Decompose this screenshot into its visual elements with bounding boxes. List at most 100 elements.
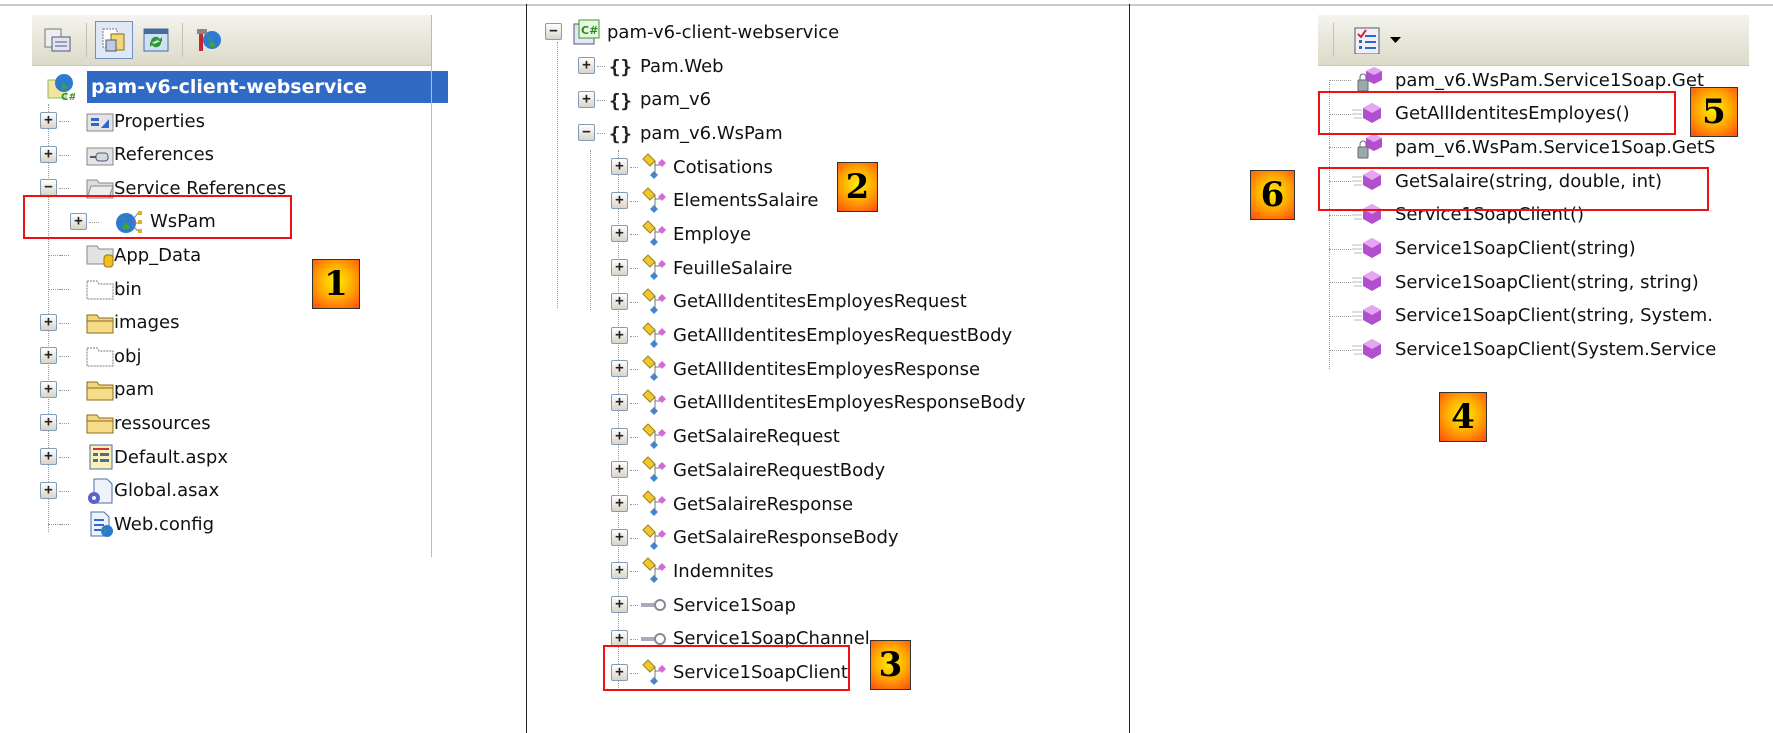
properties-folder-icon [85, 107, 115, 135]
tree-item[interactable]: +Global.asax [40, 474, 340, 508]
expand-toggle[interactable]: + [40, 380, 57, 398]
expand-toggle[interactable]: + [611, 562, 628, 580]
class-icon [639, 422, 669, 451]
expand-toggle[interactable]: + [611, 326, 628, 344]
show-all-files-button[interactable] [38, 21, 76, 59]
class-icon [639, 355, 669, 383]
service-reference-icon [114, 208, 144, 236]
namespace-icon: {} [606, 119, 636, 147]
expand-toggle[interactable]: + [611, 292, 628, 310]
member-label: Service1SoapClient(System.Service [1395, 339, 1717, 361]
namespace-item[interactable]: + {} Pam.Web [578, 49, 878, 83]
tree-item[interactable]: −Service References [40, 171, 340, 205]
type-label: GetAllIdentitesEmployesRequestBody [673, 325, 1013, 346]
expand-toggle[interactable]: + [40, 448, 57, 465]
expand-toggle[interactable]: + [611, 427, 628, 445]
type-label: GetAllIdentitesEmployesResponseBody [673, 392, 1026, 414]
class-icon [639, 523, 669, 552]
expand-toggle[interactable]: + [611, 528, 628, 546]
expand-toggle[interactable]: + [70, 212, 87, 230]
tree-item[interactable]: +Default.aspx [40, 440, 340, 474]
type-item[interactable]: +Service1SoapClient [611, 656, 991, 690]
expand-toggle[interactable]: + [611, 225, 628, 243]
expand-toggle[interactable]: + [40, 347, 57, 365]
expand-toggle[interactable]: + [611, 259, 628, 277]
aspx-file-icon [85, 443, 115, 471]
type-label: GetAllIdentitesEmployesResponse [673, 358, 981, 380]
tree-item-label: ressources [114, 412, 211, 434]
collapse-toggle[interactable]: − [578, 124, 595, 142]
expand-toggle[interactable]: + [40, 313, 57, 331]
expand-toggle[interactable]: + [40, 112, 57, 129]
tree-item[interactable]: + ressources [40, 406, 340, 440]
member-item[interactable]: GetSalaire(string, double, int) [1318, 164, 1749, 198]
type-item[interactable]: +GetSalaireResponse [611, 487, 991, 521]
type-item[interactable]: +GetSalaireResponseBody [611, 521, 991, 555]
tree-item[interactable]: +pam [40, 373, 340, 407]
callout-badge-2: 2 [837, 162, 878, 212]
tree-item[interactable]: App_Data [40, 238, 340, 272]
expand-toggle[interactable]: + [578, 57, 595, 74]
expand-toggle[interactable]: + [611, 393, 628, 411]
expand-toggle[interactable]: + [611, 461, 628, 479]
namespace-icon: {} [606, 86, 636, 114]
expand-toggle[interactable]: + [611, 663, 628, 681]
tree-item-label: App_Data [114, 244, 202, 266]
tree-item[interactable]: +Properties [40, 104, 340, 138]
tree-item[interactable]: +References [40, 138, 340, 172]
tree-item[interactable]: bin [40, 272, 340, 306]
member-list-button[interactable] [1348, 21, 1386, 59]
asax-file-icon [85, 477, 115, 505]
expand-toggle[interactable]: + [611, 158, 628, 175]
type-item[interactable]: +GetAllIdentitesEmployesRequest [611, 285, 991, 319]
callout-badge-5: 5 [1690, 87, 1738, 137]
type-item[interactable]: +Indemnites [611, 554, 991, 588]
namespace-item[interactable]: −{}pam_v6.WsPam [578, 116, 878, 150]
namespace-label: Pam.Web [640, 55, 724, 77]
add-web-reference-button[interactable] [190, 21, 228, 59]
collapse-toggle[interactable]: − [545, 23, 562, 40]
member-item[interactable]: pam_v6.WsPam.Service1Soap.Get [1318, 63, 1749, 97]
type-item[interactable]: +FeuilleSalaire [611, 251, 991, 285]
refresh-button[interactable] [137, 21, 175, 59]
namespace-icon: {} [606, 52, 636, 80]
member-item[interactable]: Service1SoapClient(System.Service [1318, 333, 1749, 367]
expand-toggle[interactable]: + [611, 191, 628, 209]
type-item[interactable]: +ElementsSalaire [611, 184, 991, 218]
type-item[interactable]: + GetAllIdentitesEmployesResponse [611, 352, 991, 386]
namespace-item[interactable]: +{}pam_v6 [578, 83, 878, 117]
member-list-dropdown[interactable] [1386, 21, 1406, 59]
svg-text:{}: {} [609, 56, 632, 78]
type-item[interactable]: +GetSalaireRequestBody [611, 453, 991, 487]
member-item[interactable]: Service1SoapClient(string, System. [1318, 299, 1749, 333]
type-item[interactable]: + GetAllIdentitesEmployesResponseBody [611, 386, 1026, 420]
type-item[interactable]: + GetAllIdentitesEmployesRequestBody [611, 319, 1012, 353]
member-label: Service1SoapClient(string, System. [1395, 305, 1713, 327]
properties-button[interactable] [95, 21, 133, 59]
expand-toggle[interactable]: + [40, 414, 57, 432]
tree-item[interactable]: +obj [40, 339, 340, 373]
expand-toggle[interactable]: + [611, 360, 628, 378]
expand-toggle[interactable]: + [611, 596, 628, 614]
member-item[interactable]: Service1SoapClient(string) [1318, 232, 1749, 266]
tree-item[interactable]: +images [40, 306, 340, 340]
member-item[interactable]: Service1SoapClient(string, string) [1318, 265, 1749, 299]
type-item[interactable]: +Service1Soap [611, 588, 991, 622]
expand-toggle[interactable]: + [611, 495, 628, 512]
type-item[interactable]: +Employe [611, 217, 991, 251]
type-item[interactable]: +Service1SoapChannel [611, 622, 991, 656]
project-name: pam-v6-client-webservice [87, 71, 448, 103]
tree-item[interactable]: Web.config [40, 507, 340, 541]
member-item[interactable]: pam_v6.WsPam.Service1Soap.GetS [1318, 130, 1749, 164]
type-item[interactable]: +Cotisations [611, 150, 991, 184]
member-list-icon [1354, 27, 1380, 54]
type-item[interactable]: +GetSalaireRequest [611, 420, 991, 454]
data-folder-icon [85, 241, 115, 269]
member-item[interactable]: GetAllIdentitesEmployes() [1318, 97, 1749, 131]
expand-toggle[interactable]: + [578, 90, 595, 108]
collapse-toggle[interactable]: − [40, 179, 57, 197]
tree-item[interactable]: +WsPam [70, 205, 370, 239]
expand-toggle[interactable]: + [611, 629, 628, 647]
expand-toggle[interactable]: + [40, 145, 57, 163]
expand-toggle[interactable]: + [40, 481, 57, 499]
